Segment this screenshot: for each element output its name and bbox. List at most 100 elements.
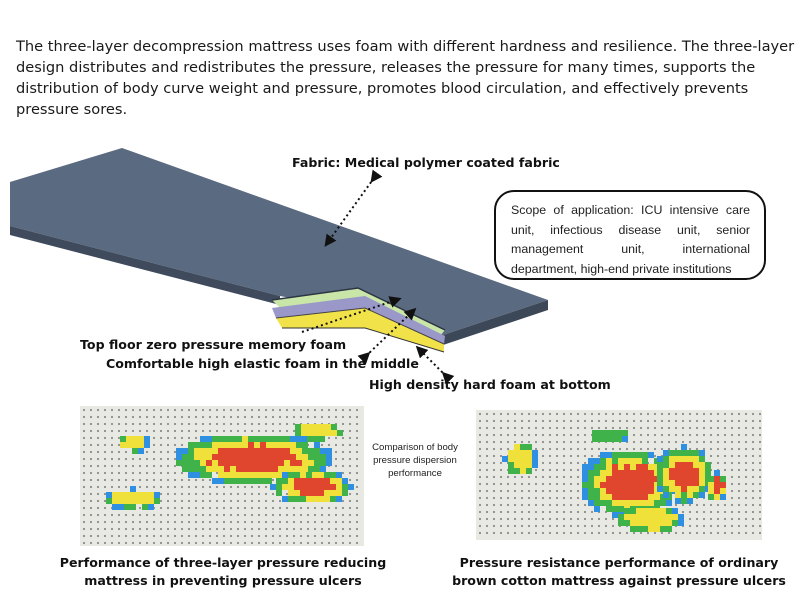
pressure-cell bbox=[320, 466, 326, 472]
pressure-cell bbox=[699, 480, 705, 486]
pressure-cell bbox=[588, 470, 594, 476]
pressure-cell bbox=[699, 468, 705, 474]
pressure-cell bbox=[660, 526, 666, 532]
pressure-cell bbox=[248, 442, 254, 448]
pressure-cell bbox=[624, 470, 630, 476]
pressure-cell bbox=[663, 474, 669, 480]
pressure-cell bbox=[618, 464, 624, 470]
pressure-cell bbox=[666, 500, 672, 506]
pressure-cell bbox=[699, 474, 705, 480]
pressure-cell bbox=[224, 448, 230, 454]
pressure-cell bbox=[118, 492, 124, 498]
pressure-cell bbox=[314, 454, 320, 460]
pressure-cell bbox=[693, 492, 699, 498]
pressure-cell bbox=[642, 458, 648, 464]
pressure-cell bbox=[218, 466, 224, 472]
pressure-cell bbox=[532, 450, 538, 456]
pressure-cell bbox=[130, 498, 136, 504]
pressure-cell bbox=[307, 424, 313, 430]
pressure-cell bbox=[642, 488, 648, 494]
pressure-cell bbox=[242, 448, 248, 454]
pressure-cell bbox=[636, 464, 642, 470]
pressure-cell bbox=[612, 512, 618, 518]
pressure-cell bbox=[319, 430, 325, 436]
pressure-cell bbox=[663, 462, 669, 468]
pressure-cell bbox=[618, 452, 624, 458]
pressure-cell bbox=[138, 436, 144, 442]
pressure-cell bbox=[502, 456, 508, 462]
pressure-cell bbox=[520, 450, 526, 456]
pressure-cell bbox=[300, 484, 306, 490]
pressure-cell bbox=[693, 474, 699, 480]
pressure-cell bbox=[600, 488, 606, 494]
pressure-cell bbox=[294, 484, 300, 490]
pressure-cell bbox=[693, 456, 699, 462]
pressure-cell bbox=[126, 442, 132, 448]
pressure-cell bbox=[278, 460, 284, 466]
pressure-cell bbox=[194, 442, 200, 448]
mattress-side-face bbox=[440, 300, 548, 346]
pressure-cell bbox=[687, 486, 693, 492]
pressure-cell bbox=[598, 430, 604, 436]
pressure-cell bbox=[230, 436, 236, 442]
pressure-cell bbox=[657, 486, 663, 492]
pressure-cell bbox=[672, 514, 678, 520]
pressure-cell bbox=[324, 496, 330, 502]
pressure-cell bbox=[254, 472, 260, 478]
pressure-cell bbox=[624, 520, 630, 526]
pressure-cell bbox=[624, 452, 630, 458]
pressure-cell bbox=[308, 460, 314, 466]
pressure-cell bbox=[508, 456, 514, 462]
pressure-cell bbox=[616, 436, 622, 442]
pressure-cell bbox=[618, 458, 624, 464]
pressure-cell bbox=[236, 472, 242, 478]
pressure-cell bbox=[588, 464, 594, 470]
pressure-cell bbox=[654, 508, 660, 514]
pressure-cell bbox=[526, 462, 532, 468]
pressure-cell bbox=[612, 488, 618, 494]
pressure-cell bbox=[648, 464, 654, 470]
pressure-cell bbox=[325, 424, 331, 430]
pressure-cell bbox=[624, 494, 630, 500]
pressure-cell bbox=[120, 436, 126, 442]
pressure-cell bbox=[132, 436, 138, 442]
pressure-cell bbox=[294, 472, 300, 478]
pressure-cell bbox=[681, 462, 687, 468]
pressure-cell bbox=[606, 500, 612, 506]
pressure-cell bbox=[132, 442, 138, 448]
pressure-cell bbox=[532, 456, 538, 462]
pressure-cell bbox=[336, 484, 342, 490]
pressure-cell bbox=[308, 454, 314, 460]
pressure-cell bbox=[687, 450, 693, 456]
pressure-cell bbox=[290, 442, 296, 448]
pressure-cell bbox=[242, 460, 248, 466]
pressure-cell bbox=[288, 472, 294, 478]
pressure-cell bbox=[224, 436, 230, 442]
pressure-cell bbox=[681, 492, 687, 498]
pressure-cell bbox=[278, 448, 284, 454]
pressure-cell bbox=[212, 454, 218, 460]
pressure-cell bbox=[290, 448, 296, 454]
pressure-cell bbox=[314, 466, 320, 472]
pressure-cell bbox=[194, 460, 200, 466]
pressure-cell bbox=[618, 476, 624, 482]
pressure-cell bbox=[660, 508, 666, 514]
pressure-cell bbox=[296, 436, 302, 442]
pressure-cell bbox=[681, 498, 687, 504]
pressure-cell bbox=[699, 462, 705, 468]
pressure-cell bbox=[687, 498, 693, 504]
pressure-cell bbox=[514, 450, 520, 456]
pressure-cell bbox=[307, 430, 313, 436]
pressure-cell bbox=[604, 436, 610, 442]
pressure-cell bbox=[290, 460, 296, 466]
pressure-cell bbox=[654, 494, 660, 500]
pressure-cell bbox=[330, 478, 336, 484]
pressure-cell bbox=[606, 458, 612, 464]
pressure-cell bbox=[290, 466, 296, 472]
pressure-cell bbox=[260, 442, 266, 448]
pressure-cell bbox=[282, 472, 288, 478]
pressure-cell bbox=[182, 466, 188, 472]
pressure-cell bbox=[630, 526, 636, 532]
pressure-cell bbox=[301, 436, 307, 442]
pressure-cell bbox=[284, 460, 290, 466]
